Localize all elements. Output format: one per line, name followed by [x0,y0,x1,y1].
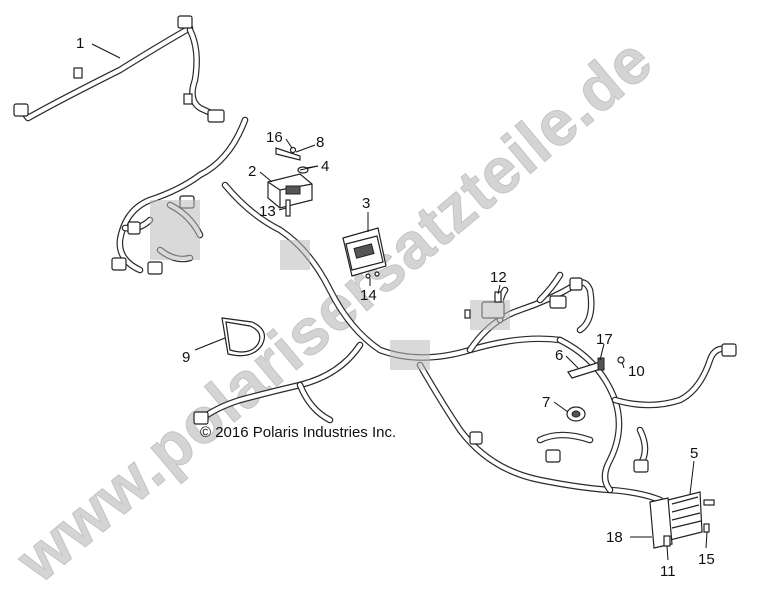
callout-10: 10 [628,363,645,380]
callout-5: 5 [690,445,698,462]
callout-12: 12 [490,269,507,286]
callout-3: 3 [362,195,370,212]
callout-17: 17 [596,331,613,348]
callout-15: 15 [698,551,715,568]
part-3-ecu [342,227,387,279]
part-1-sub-harness [13,15,225,123]
watermark-text: www.polarisersatzteile.de [2,23,666,596]
part-4-8-16-hardware [275,146,319,174]
leader-lines [91,43,708,561]
callout-14: 14 [360,287,377,304]
part-7-grommet [566,406,586,422]
callout-4: 4 [321,158,329,175]
callout-7: 7 [542,394,550,411]
callout-11: 11 [660,563,676,580]
callout-6: 6 [555,347,563,364]
part-9-loop [221,317,265,357]
part-6-17-10 [567,356,625,379]
callout-2: 2 [248,163,256,180]
callout-13: 13 [259,203,276,220]
part-2-module [267,173,313,209]
callout-9: 9 [182,349,190,366]
callout-labels: 1 2 3 4 5 6 7 8 9 10 11 12 13 14 15 16 1… [76,35,715,580]
part-5-regulator [667,491,715,541]
callout-1: 1 [76,35,84,52]
callout-18: 18 [606,529,623,546]
main-harness [111,116,737,504]
part-18-bracket [649,497,673,549]
callout-16: 16 [266,129,283,146]
callout-8: 8 [316,134,324,151]
copyright-text: © 2016 Polaris Industries Inc. [200,424,396,441]
part-13-bolt [285,199,291,217]
